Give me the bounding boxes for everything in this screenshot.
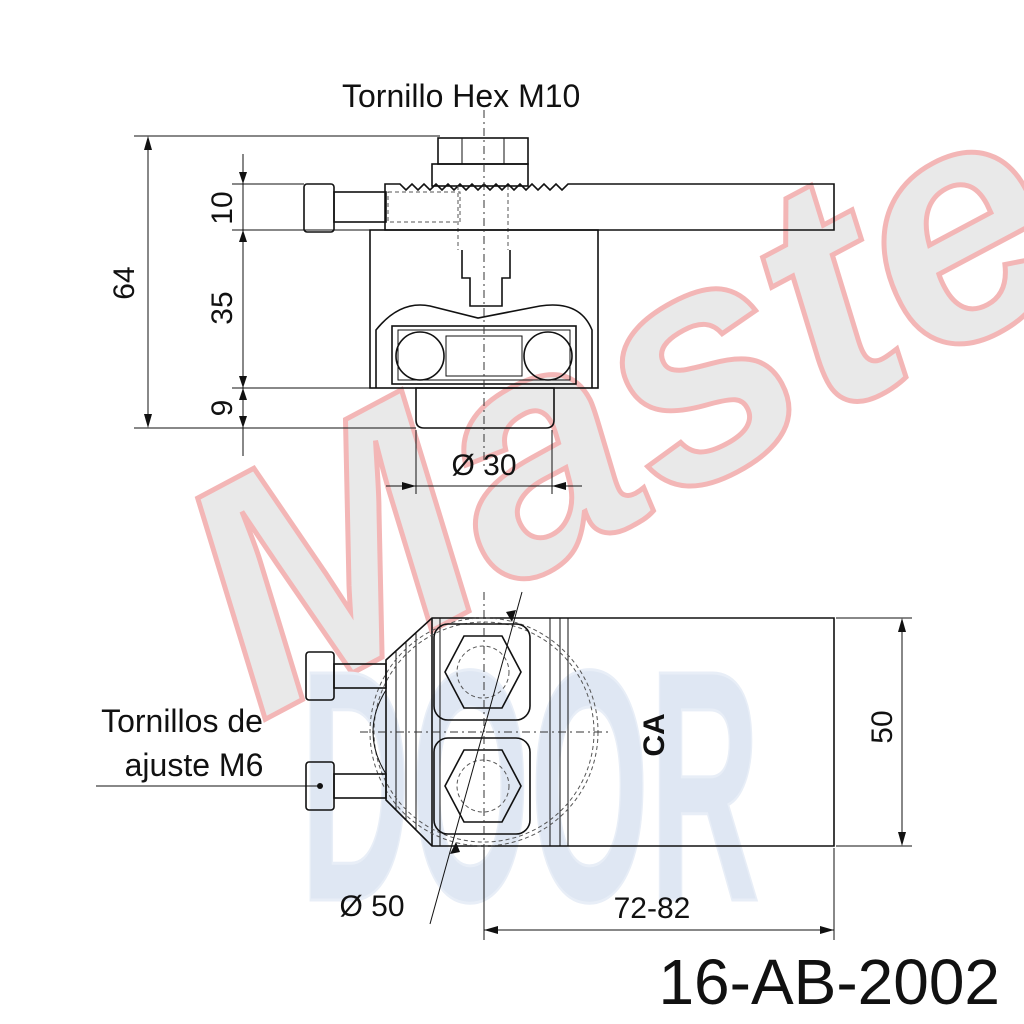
dim-body: 35 — [206, 291, 239, 324]
dim-top-plate: 10 — [206, 191, 239, 224]
hex-nut-bottom — [444, 749, 522, 823]
plan-view: CA — [96, 591, 912, 940]
hex-nut-top — [444, 635, 522, 709]
dim-width: 50 — [866, 710, 899, 743]
dim-length: 72-82 — [614, 892, 691, 925]
bearing-ball-right — [523, 331, 573, 381]
part-number: 16-AB-2002 — [658, 946, 1000, 1018]
adjust-screw-head — [303, 183, 335, 233]
ca-logo: CA — [638, 713, 671, 756]
bearing-ball-left — [395, 331, 445, 381]
dim-wheel-diameter: Ø 50 — [339, 890, 404, 923]
top-plate — [384, 182, 835, 231]
hex-bolt-head — [437, 137, 529, 165]
adjust-label-line2: ajuste M6 — [125, 747, 264, 783]
side-elevation — [134, 110, 835, 494]
dim-roller-diameter: Ø 30 — [451, 449, 516, 482]
watermark: Master DOOR — [117, 0, 1024, 972]
dim-roller-height: 9 — [206, 400, 239, 417]
dim-overall-height: 64 — [108, 266, 141, 299]
bolt-label: Tornillo Hex M10 — [342, 78, 580, 114]
adjust-label-line1: Tornillos de — [101, 703, 263, 739]
roller — [415, 387, 555, 429]
